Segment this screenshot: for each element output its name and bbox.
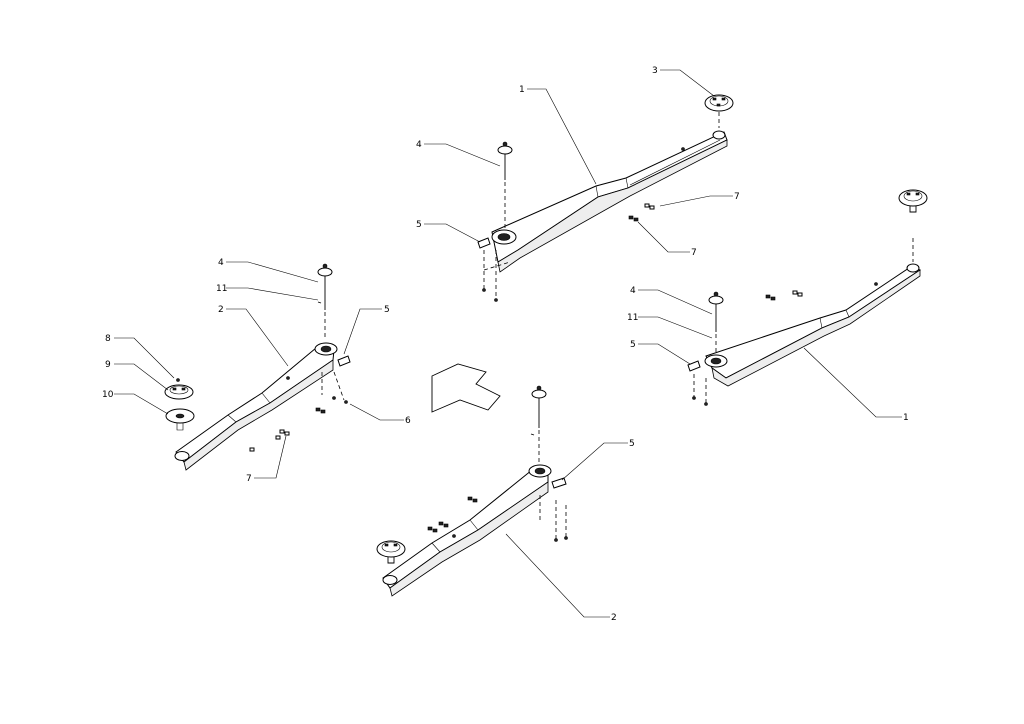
callout-left-4: 4 [218,258,224,268]
right-pad [898,189,928,262]
right-arm-body [705,265,921,379]
callout-left-9: 9 [105,360,111,370]
callout-left-11: 11 [216,284,227,294]
direction-arrow-icon [431,363,501,413]
callout-right-1: 1 [903,413,909,423]
top-arm-side [497,139,728,273]
callout-left-6: 6 [405,416,411,426]
left-arm-end-hole [174,451,190,461]
left-pin-4 [317,263,333,340]
callout-left-2: 2 [218,305,224,315]
bottom-pin [530,385,547,462]
right-arm-assembly [687,189,928,406]
left-arm-assembly [164,263,351,471]
left-arm-side [183,359,334,471]
callout-right-5: 5 [630,340,636,350]
callout-labels: 1 3 4 5 7 7 4 11 2 5 8 9 10 6 7 4 11 5 1… [102,66,909,623]
right-arm-end-hole [906,263,920,273]
callout-bottom-5: 5 [629,439,635,449]
right-pin-4 [708,291,724,352]
callout-top-3: 3 [652,66,658,76]
callout-left-10: 10 [102,390,114,400]
bottom-arm-end-hole [382,575,398,585]
callout-bottom-2: 2 [611,613,617,623]
bottom-pad [376,540,406,564]
bottom-arm-assembly [376,385,568,597]
left-pad-9-10 [164,378,195,431]
callout-top-1: 1 [519,85,525,95]
right-arm-side [711,269,921,387]
top-pin-4 [497,141,513,228]
leader-lines [114,69,902,618]
callout-top-7a: 7 [734,192,740,202]
top-arm-assembly [477,94,734,302]
callout-left-7: 7 [246,474,252,484]
callout-right-4: 4 [630,286,636,296]
top-arm-end-hole [712,130,726,140]
top-pad-3 [704,94,734,128]
bottom-arm-side [389,481,549,597]
bottom-arm-body [382,469,549,589]
callout-top-7b: 7 [691,248,697,258]
callout-left-5: 5 [384,305,390,315]
left-arm-body [175,347,335,463]
top-block-5 [477,237,491,249]
callout-top-4: 4 [416,140,422,150]
callout-right-11: 11 [627,313,638,323]
callout-left-8: 8 [105,334,111,344]
callout-top-5: 5 [416,220,422,230]
